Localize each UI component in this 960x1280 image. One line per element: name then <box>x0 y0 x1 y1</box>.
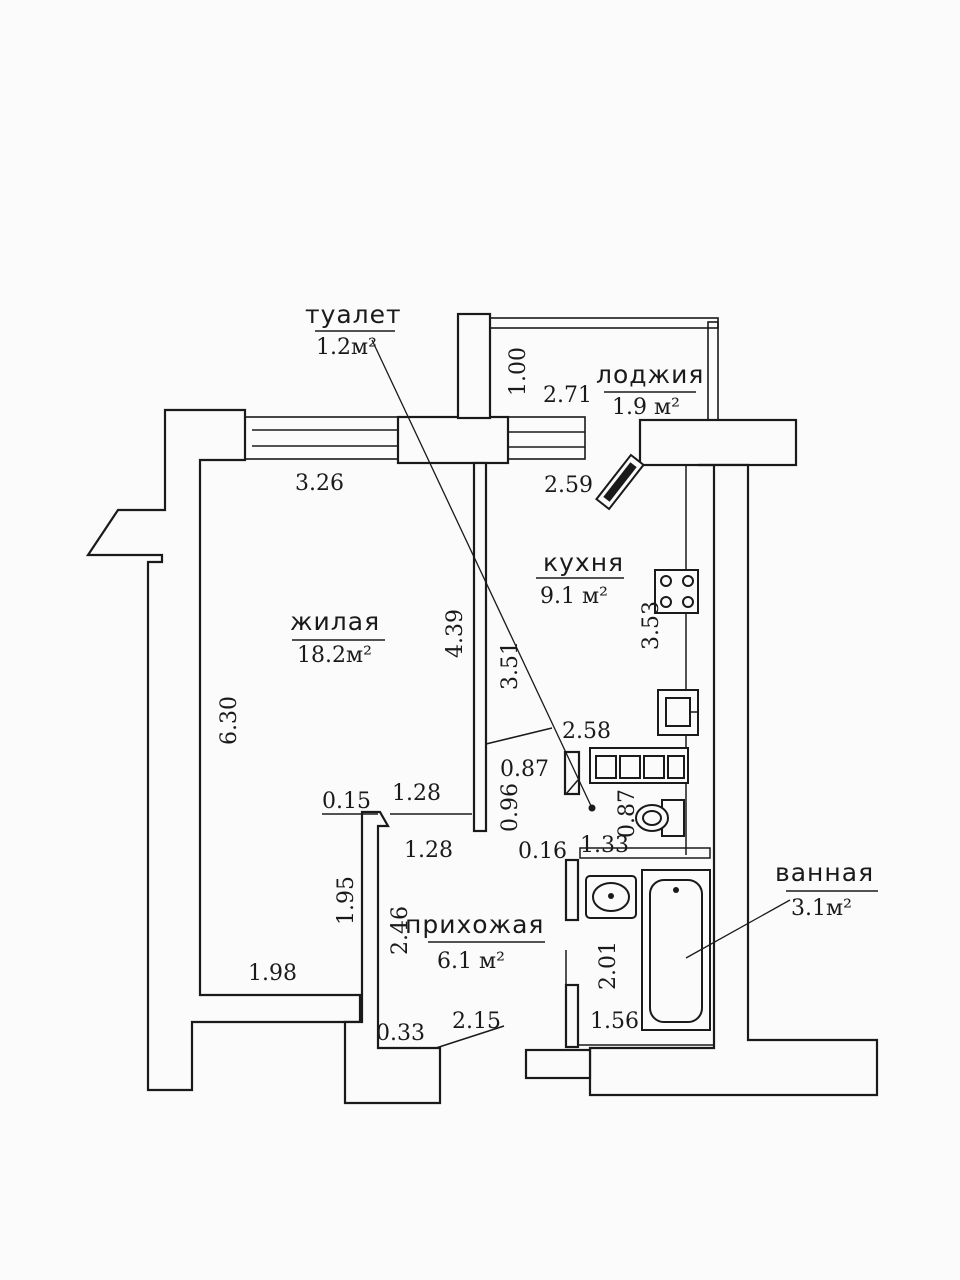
dim-living-195: 1.95 <box>334 876 359 925</box>
loggia-area: 1.9 м² <box>612 395 680 420</box>
toilet-door <box>565 779 579 795</box>
dim-096: 0.96 <box>498 783 523 832</box>
dim-kitchen-bottom: 2.58 <box>562 719 611 744</box>
exterior-walls <box>85 312 879 1097</box>
fixtures <box>435 453 711 1049</box>
dim-016: 0.16 <box>518 839 567 864</box>
dim-hall-033: 0.33 <box>376 1021 425 1046</box>
dim-toilet-d: 0.87 <box>615 789 640 838</box>
stove-icon <box>654 569 699 614</box>
loggia-name: лоджия <box>596 360 704 389</box>
hallway-left-wall <box>343 810 442 1105</box>
dim-loggia-width: 2.71 <box>543 383 592 408</box>
dim-kitchen-side: 3.53 <box>639 601 664 650</box>
dim-015: 0.15 <box>322 789 371 814</box>
bath-left-wall-top <box>564 858 580 922</box>
kitchen-name: кухня <box>543 548 624 577</box>
dim-128b: 1.28 <box>404 838 453 863</box>
bathtub-icon <box>641 869 711 1031</box>
loggia-post <box>456 312 492 420</box>
dim-hall-246: 2.46 <box>388 906 413 955</box>
dim-living-198: 1.98 <box>248 961 297 986</box>
kitchen-sink-icon <box>657 689 699 736</box>
hallway-name: прихожая <box>405 910 544 939</box>
toilet-area: 1.2м² <box>316 335 377 360</box>
left-wall <box>85 408 362 1092</box>
dim-toilet-w: 0.87 <box>500 757 549 782</box>
dim-living-top: 3.26 <box>295 471 344 496</box>
dim-loggia-depth: 1.00 <box>506 347 531 396</box>
dim-128a: 1.28 <box>392 781 441 806</box>
wall-pier <box>396 415 510 465</box>
dim-living-left: 6.30 <box>217 696 242 745</box>
radiator-icon <box>595 453 645 511</box>
basin-icon <box>585 875 637 919</box>
bath-left-wall-bottom <box>564 983 580 1049</box>
interior-walls <box>343 461 714 1105</box>
dim-living-inner: 4.39 <box>443 609 468 658</box>
kitchen-window <box>507 416 586 460</box>
top-right-wall <box>638 418 798 467</box>
bathroom-area: 3.1м² <box>791 896 852 921</box>
hallway-area: 6.1 м² <box>437 949 505 974</box>
dim-toilet-133: 1.33 <box>580 833 629 858</box>
dimension-labels: 1.00 2.71 3.26 2.59 3.53 4.39 3.51 6.30 … <box>217 347 664 1046</box>
toilet-name: туалет <box>305 300 402 329</box>
kitchen-area: 9.1 м² <box>540 584 608 609</box>
room-labels: туалет 1.2м² лоджия 1.9 м² кухня 9.1 м² … <box>290 300 878 974</box>
leader-lines <box>371 339 791 959</box>
toilet-icon <box>635 799 685 837</box>
living-name: жилая <box>290 607 380 636</box>
loggia-rail-top <box>489 317 719 329</box>
living-area: 18.2м² <box>297 643 372 668</box>
dim-hall-215: 2.15 <box>452 1009 501 1034</box>
hallway-bottom-stub <box>524 1048 592 1080</box>
hall-door <box>435 1025 505 1049</box>
dim-partition: 3.51 <box>498 641 523 690</box>
right-wall <box>588 463 879 1097</box>
living-window <box>244 416 401 460</box>
bathroom-name: ванная <box>775 858 874 887</box>
loggia-rail-right <box>707 321 719 421</box>
dim-bath-156: 1.56 <box>590 1009 639 1034</box>
dim-kitchen-top: 2.59 <box>544 473 593 498</box>
dim-bath-201: 2.01 <box>596 941 621 990</box>
partition-living-kitchen <box>472 461 488 833</box>
kitchen-door <box>485 727 553 745</box>
kitchen-cabinets <box>589 747 689 784</box>
